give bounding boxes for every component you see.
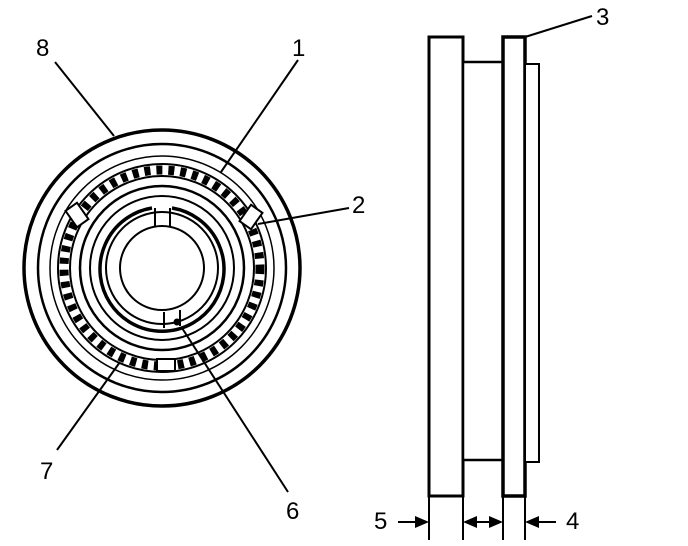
leader-7 [56, 361, 121, 451]
split-ring [98, 206, 226, 333]
side-view [398, 15, 593, 540]
cage-clip-bottom [156, 358, 176, 372]
ball-cage [59, 165, 265, 371]
hub-outer [105, 211, 219, 325]
callout-2: 2 [352, 192, 366, 219]
callout-4: 4 [566, 508, 580, 535]
outer-race-groove [49, 155, 275, 381]
leader-2 [257, 207, 350, 225]
flange-side [524, 63, 540, 463]
outer-race-inner-edge [36, 142, 288, 394]
ring-gap-dot [173, 318, 181, 326]
dim-double-arrow-right-head [489, 516, 503, 528]
leader-1 [220, 59, 299, 173]
callout-6: 6 [286, 498, 300, 525]
front-view [22, 59, 350, 493]
inner-race-outer-edge [78, 184, 246, 352]
cage-clip-left [64, 201, 90, 229]
inner-race-inner-edge [89, 195, 235, 341]
outer-race-side [427, 35, 465, 498]
outer-race-outer-edge [22, 128, 302, 408]
inner-race-side [501, 35, 527, 498]
callout-5: 5 [374, 508, 388, 535]
leader-8 [54, 61, 115, 137]
dim-double-arrow-left-head [463, 516, 477, 528]
callout-3: 3 [596, 4, 610, 31]
hub-side [461, 60, 505, 462]
callout-1: 1 [292, 35, 306, 62]
dim-arrow-4-head [525, 516, 539, 528]
leader-6 [181, 327, 289, 493]
dim-arrow-5-head [415, 516, 429, 528]
hub-bore [119, 225, 205, 311]
callout-7: 7 [40, 458, 54, 485]
cage-clip-right [238, 203, 264, 231]
callout-8: 8 [36, 35, 50, 62]
leader-3 [524, 15, 593, 38]
